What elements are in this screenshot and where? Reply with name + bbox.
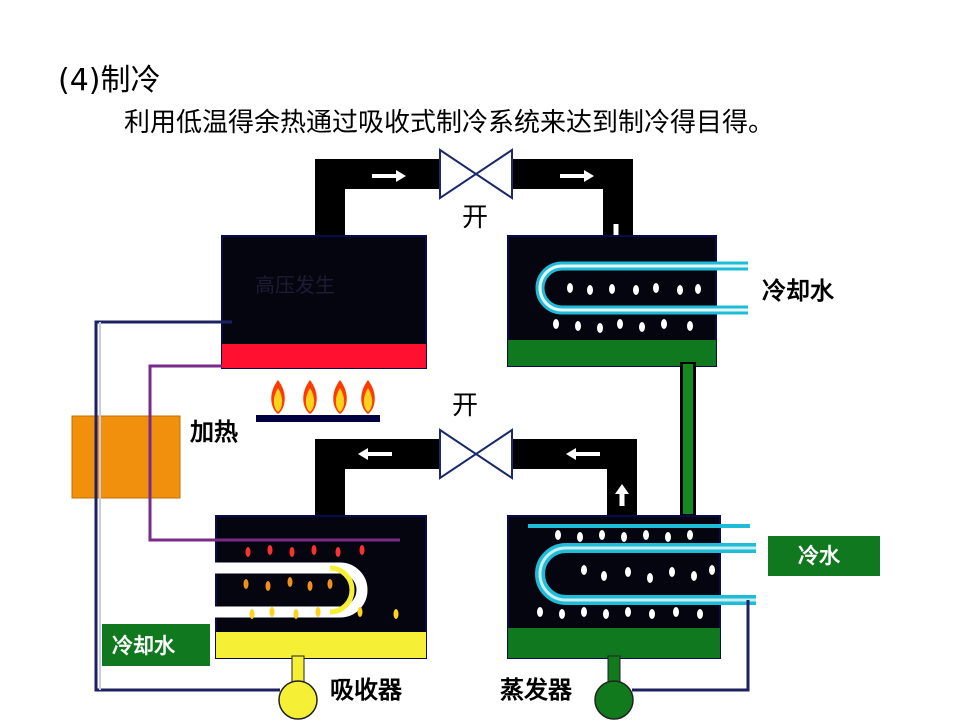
condenser-cooling-coil [535,261,748,315]
condenser-cooling-water-label: 冷却水 [762,277,835,305]
cold-water-box [768,536,880,576]
condenser-droplets [553,283,701,333]
generator-faint-label: 高压发生 [255,273,335,297]
flame-icons [271,380,375,414]
absorber-cooling-water-label: 冷却水 [112,634,176,658]
bottom-vapor-pipe [315,439,637,516]
evaporator-droplets [537,530,715,619]
top-valve-label: 开 [462,203,488,233]
bottom-flow-arrow-1 [358,448,392,460]
burner-plate [256,415,380,422]
bottom-flow-arrow-2 [566,448,600,460]
heat-exchanger-box [71,415,181,499]
evaporator-label: 蒸发器 [500,676,573,704]
bottom-valve-label: 开 [452,391,478,421]
page-subtitle: 利用低温得余热通过吸收式制冷系统来达到制冷得目得。 [124,108,774,138]
bottom-valve-icon [439,428,513,480]
top-valve-icon [439,148,513,200]
flame-icon [271,380,285,414]
absorber-cooling-coil [150,562,368,618]
refrigerant-return-line [632,600,750,692]
evaporator-pump [594,655,634,720]
generator-vessel: 高压发生 [221,235,427,369]
flame-icon [361,380,375,414]
top-flow-arrow-2 [560,170,594,182]
evaporator-water-coil [528,524,756,605]
refrigerant-liquid-line [680,362,696,516]
top-flow-arrow-1 [372,170,406,182]
absorber-cooling-water-box [102,624,210,666]
heating-label: 加热 [190,418,238,446]
absorber-pump [278,655,318,720]
page-title: (4)制冷 [58,63,161,98]
evaporator-up-arrow [615,484,629,506]
flame-icon [333,380,347,414]
flame-icon [303,380,317,414]
cold-water-label: 冷水 [798,544,841,568]
solution-lines [94,320,400,692]
absorber-label: 吸收器 [330,676,403,704]
top-vapor-pipe [315,159,633,236]
absorber-droplets [243,545,399,619]
